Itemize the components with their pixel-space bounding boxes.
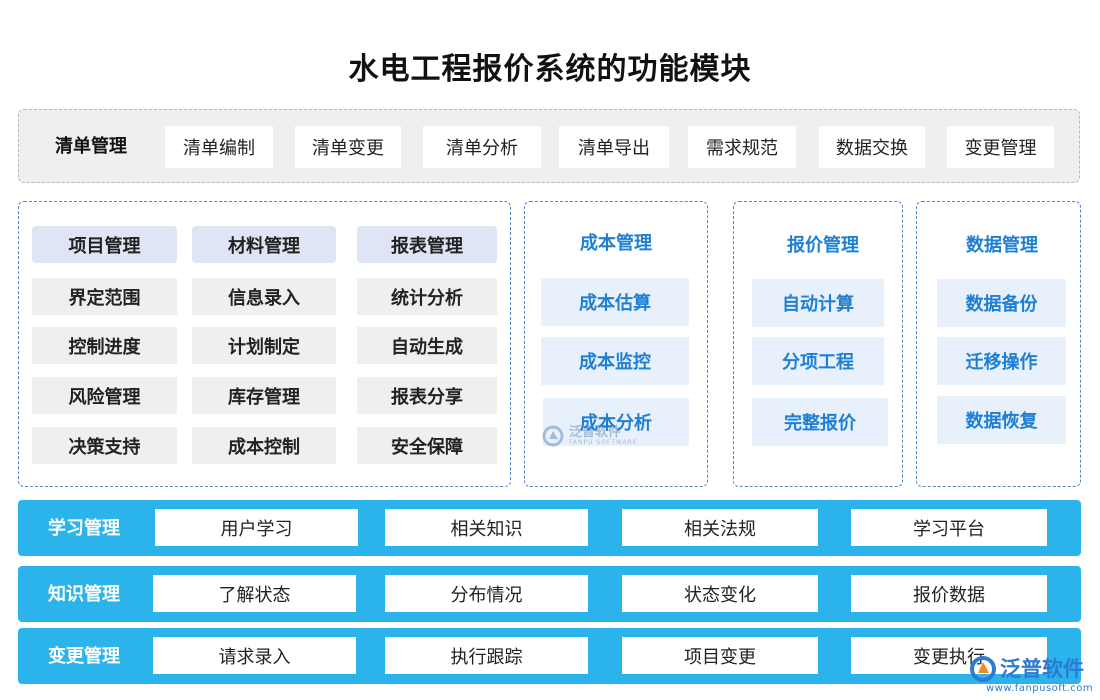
- column-header: 项目管理: [32, 226, 177, 263]
- module-box: 成本监控: [541, 337, 689, 385]
- module-box: 决策支持: [32, 427, 177, 464]
- module-box: 完整报价: [752, 398, 888, 446]
- corner-watermark-brand: 泛普软件: [1000, 657, 1084, 681]
- module-box: 变更执行: [851, 637, 1047, 674]
- project-material-report-panel: 项目管理 材料管理 报表管理 界定范围 控制进度 风险管理 决策支持 信息录入 …: [18, 201, 511, 487]
- data-management-panel: 数据管理 数据备份 迁移操作 数据恢复: [916, 201, 1081, 487]
- module-box: 报价数据: [851, 575, 1047, 612]
- bar-label: 知识管理: [48, 584, 120, 605]
- watermark: 泛普软件 FANPU SOFTWARE: [541, 425, 638, 447]
- module-box: 请求录入: [153, 637, 356, 674]
- module-box: 自动计算: [752, 279, 884, 327]
- module-box: 数据备份: [937, 279, 1066, 327]
- diagram-title: 水电工程报价系统的功能模块: [348, 52, 752, 87]
- module-box: 执行跟踪: [385, 637, 588, 674]
- module-box: 安全保障: [357, 427, 497, 464]
- column-header: 材料管理: [192, 226, 336, 263]
- module-box: 库存管理: [192, 377, 336, 414]
- module-box: 学习平台: [851, 509, 1047, 546]
- module-box: 数据交换: [819, 126, 925, 168]
- corner-watermark-url: www.fanpusoft.com: [986, 683, 1094, 694]
- module-box: 风险管理: [32, 377, 177, 414]
- module-box: 相关知识: [385, 509, 588, 546]
- watermark-brand-en: FANPU SOFTWARE: [569, 438, 638, 446]
- knowledge-management-bar: 知识管理 了解状态 分布情况 状态变化 报价数据: [18, 566, 1081, 622]
- learning-management-bar: 学习管理 用户学习 相关知识 相关法规 学习平台: [18, 500, 1081, 556]
- corner-watermark: 泛普软件 www.fanpusoft.com: [968, 652, 1094, 696]
- module-box: 分项工程: [752, 337, 884, 385]
- watermark-brand: 泛普软件: [569, 424, 622, 440]
- module-box: 界定范围: [32, 278, 177, 315]
- column-header: 报表管理: [357, 226, 497, 263]
- module-box: 成本分析: [543, 398, 689, 446]
- module-box: 清单变更: [295, 126, 401, 168]
- cost-management-panel: 成本管理 成本估算 成本监控 成本分析: [524, 201, 708, 487]
- module-box: 数据恢复: [937, 396, 1066, 444]
- module-box: 需求规范: [688, 126, 796, 168]
- panel-header: 数据管理: [966, 235, 1038, 256]
- fanpu-logo-icon: [970, 656, 996, 682]
- module-box: 信息录入: [192, 278, 336, 315]
- module-box: 清单导出: [559, 126, 669, 168]
- module-box: 自动生成: [357, 327, 497, 364]
- inventory-management-row: 清单管理 清单编制 清单变更 清单分析 清单导出 需求规范 数据交换 变更管理: [18, 109, 1080, 183]
- module-box: 计划制定: [192, 327, 336, 364]
- panel-header: 报价管理: [787, 235, 859, 256]
- module-box: 成本估算: [541, 278, 689, 326]
- module-box: 了解状态: [153, 575, 356, 612]
- module-box: 成本控制: [192, 427, 336, 464]
- module-box: 项目变更: [622, 637, 818, 674]
- panel-header: 成本管理: [580, 233, 652, 254]
- module-box: 统计分析: [357, 278, 497, 315]
- module-box: 用户学习: [155, 509, 358, 546]
- quote-management-panel: 报价管理 自动计算 分项工程 完整报价: [733, 201, 903, 487]
- row-label: 清单管理: [55, 136, 127, 157]
- change-management-bar: 变更管理 请求录入 执行跟踪 项目变更 变更执行: [18, 628, 1081, 684]
- module-box: 控制进度: [32, 327, 177, 364]
- module-box: 迁移操作: [937, 337, 1066, 385]
- module-box: 清单编制: [165, 126, 273, 168]
- bar-label: 变更管理: [48, 646, 120, 667]
- module-box: 相关法规: [622, 509, 818, 546]
- bar-label: 学习管理: [48, 518, 120, 539]
- module-box: 变更管理: [947, 126, 1054, 168]
- fanpu-logo-icon: [542, 425, 564, 447]
- module-box: 报表分享: [357, 377, 497, 414]
- module-box: 清单分析: [423, 126, 541, 168]
- module-box: 状态变化: [622, 575, 818, 612]
- module-box: 分布情况: [385, 575, 588, 612]
